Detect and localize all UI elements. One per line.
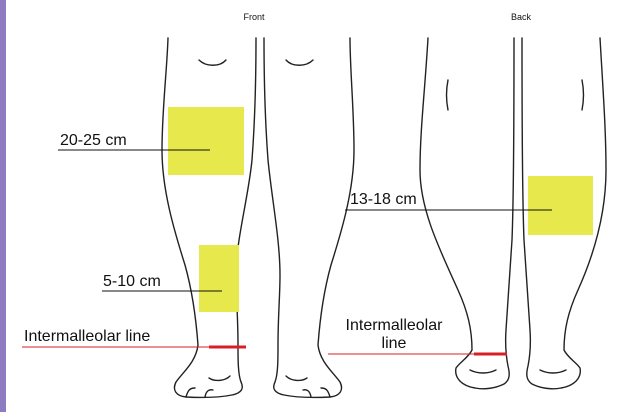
back-right-heel-line bbox=[540, 370, 566, 373]
front-left-toe-lines bbox=[186, 388, 213, 397]
front-left-leg-outer-outline bbox=[162, 38, 256, 397]
back-view-title: Back bbox=[511, 12, 532, 22]
label-front-malleolar: Intermalleolar line bbox=[24, 328, 150, 345]
back-right-knee-crease bbox=[582, 80, 584, 110]
label-back-zone: 13-18 cm bbox=[350, 191, 417, 208]
front-right-knee-line bbox=[286, 60, 313, 65]
front-zone-lower bbox=[199, 245, 239, 312]
front-left-knee-line bbox=[199, 60, 226, 65]
back-left-heel-line bbox=[470, 370, 496, 373]
label-back-malleolar-line2: line bbox=[382, 335, 407, 352]
front-view bbox=[162, 38, 354, 397]
front-right-toe-lines bbox=[303, 388, 330, 397]
label-front-lower: 5-10 cm bbox=[103, 273, 161, 290]
front-zone-upper bbox=[168, 107, 244, 175]
front-right-ankle-line bbox=[286, 376, 307, 380]
label-front-upper: 20-25 cm bbox=[60, 132, 127, 149]
front-right-leg-outline bbox=[264, 38, 354, 397]
front-view-title: Front bbox=[243, 12, 265, 22]
back-left-knee-crease bbox=[447, 80, 449, 110]
front-left-ankle-line bbox=[209, 376, 230, 380]
back-zone bbox=[528, 176, 593, 235]
back-left-leg-outline bbox=[420, 38, 514, 389]
label-back-malleolar-line1: Intermalleolar bbox=[346, 317, 444, 334]
